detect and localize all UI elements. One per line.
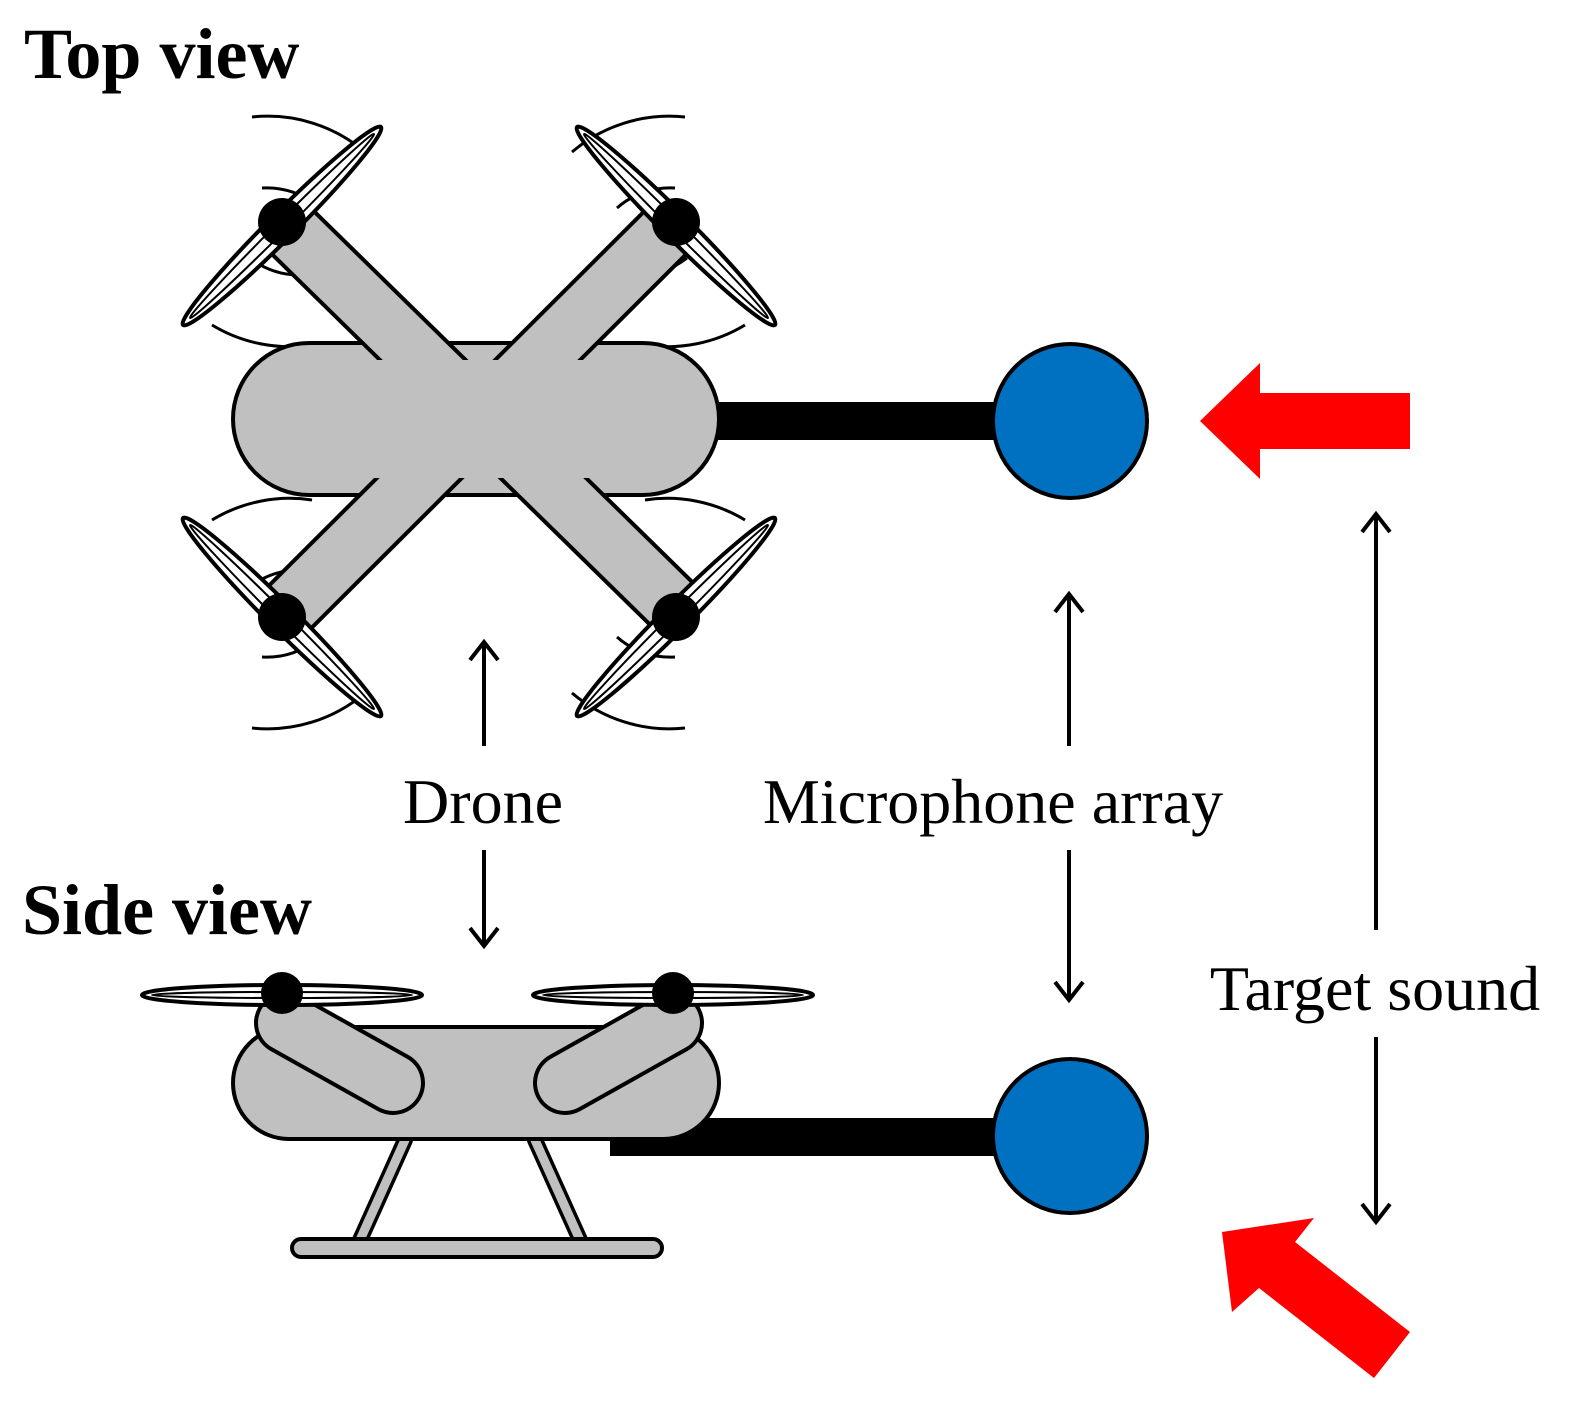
propeller-bottom-left	[180, 515, 384, 719]
drone-label: Drone	[403, 766, 563, 837]
microphone-array-label: Microphone array	[763, 766, 1223, 837]
mic-boom-top	[718, 402, 1000, 440]
side-view-heading: Side view	[22, 870, 312, 950]
landing-gear	[290, 1132, 664, 1259]
propeller-top-left	[180, 124, 384, 328]
microphone-array-side	[991, 1057, 1149, 1215]
target-sound-label: Target sound	[1210, 953, 1540, 1024]
side-arms	[254, 991, 704, 1115]
pointer-arrows	[468, 510, 1392, 1226]
side-view-drone	[140, 972, 1149, 1259]
propeller-side-right	[531, 972, 815, 1014]
propeller-bottom-right	[574, 515, 778, 719]
propeller-top-right	[574, 124, 778, 328]
top-view-drone	[180, 114, 1149, 731]
propeller-side-left	[140, 972, 424, 1014]
microphone-array-top	[991, 342, 1149, 500]
target-sound-arrow-side	[1222, 1218, 1410, 1378]
drone-arms	[259, 199, 706, 638]
target-sound-arrow-top	[1200, 363, 1410, 479]
top-view-heading: Top view	[24, 14, 299, 94]
